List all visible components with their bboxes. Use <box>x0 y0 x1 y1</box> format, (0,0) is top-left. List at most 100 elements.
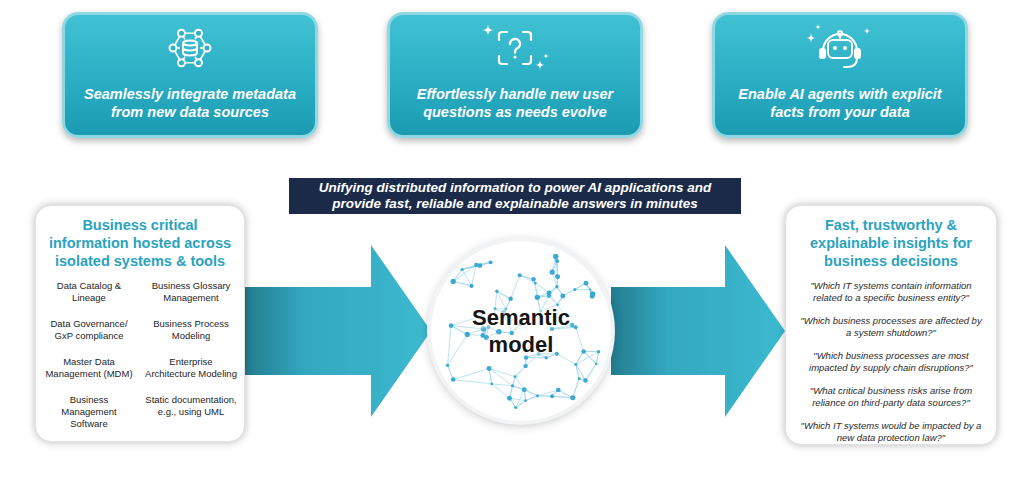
network-line <box>576 327 584 351</box>
network-line <box>526 357 546 358</box>
network-dot <box>550 269 555 274</box>
system-item: Enterprise Architecture Modeling <box>145 356 237 380</box>
network-line <box>489 369 513 386</box>
network-line <box>535 283 549 293</box>
network-line <box>576 364 586 380</box>
system-item: Data Governance/ GxP compliance <box>43 318 135 342</box>
network-dot <box>535 295 540 300</box>
flow-arrow <box>245 245 431 417</box>
benefit-text: Seamlessly integrate metadata from new d… <box>81 85 299 121</box>
system-item: Business Process Modeling <box>145 318 237 342</box>
network-line <box>453 265 476 281</box>
benefit-text: Effortlessly handle new user questions a… <box>406 85 624 121</box>
question-text: "What critical business risks arise from… <box>800 385 982 409</box>
network-line <box>451 326 467 335</box>
semantic-model-circle: Semantic model <box>431 241 611 421</box>
network-dot <box>523 364 527 368</box>
system-item: Data Catalog & Lineage <box>43 280 135 304</box>
network-dot <box>555 259 559 263</box>
network-dot <box>465 332 470 337</box>
flow-arrow <box>611 245 785 417</box>
network-dot <box>570 323 574 327</box>
network-line <box>526 396 538 401</box>
network-line <box>453 281 471 286</box>
network-line <box>537 390 558 396</box>
network-line <box>552 396 573 398</box>
text-group: "Which IT systems contain information re… <box>794 280 988 444</box>
network-dot <box>508 297 512 301</box>
network-dot <box>469 284 473 288</box>
network-dot <box>570 395 575 400</box>
benefit-box: Enable AI agents with explicit facts fro… <box>712 12 968 138</box>
source-panel: Business critical information hosted acr… <box>35 205 245 442</box>
network-line <box>448 365 454 379</box>
system-item: Business Management Software <box>43 394 135 430</box>
insight-panel: Fast, trustworthy & explainable insights… <box>785 205 997 445</box>
network-dot <box>534 282 537 285</box>
network-line <box>573 379 579 398</box>
network-dot <box>595 363 597 365</box>
network-line <box>516 401 526 408</box>
benefit-box: Effortlessly handle new user questions a… <box>387 12 643 138</box>
network-dot <box>514 406 517 409</box>
network-line <box>596 352 598 364</box>
network-line <box>453 281 471 286</box>
network-dot <box>547 290 552 295</box>
network-dot <box>511 384 514 387</box>
network-dot <box>597 350 600 353</box>
network-line <box>492 384 510 398</box>
network-line <box>537 395 552 396</box>
network-dot <box>574 325 578 329</box>
network-dot <box>573 288 576 291</box>
network-dot <box>550 394 554 398</box>
network-line <box>573 379 579 398</box>
network-dot <box>581 349 586 354</box>
question-text: "Which business processes are affected b… <box>800 315 982 339</box>
network-dot <box>451 279 456 284</box>
network-dot <box>495 290 498 293</box>
network-dot <box>489 260 493 264</box>
question-text: "Which IT systems would be impacted by a… <box>800 420 982 444</box>
network-dot <box>531 277 535 281</box>
panel-heading: Fast, trustworthy & explainable insights… <box>794 216 988 270</box>
network-dot <box>536 394 539 397</box>
network-dot <box>583 378 588 383</box>
text-group: Data Catalog & Lineage Business Glossary … <box>44 280 236 430</box>
network-dot <box>553 254 558 259</box>
network-line <box>585 364 596 381</box>
network-dot <box>478 263 483 268</box>
network-pattern <box>431 241 611 421</box>
network-dot <box>487 366 492 371</box>
network-dot <box>555 285 558 288</box>
banner-band: Unifying distributed information to powe… <box>289 178 741 214</box>
network-dot <box>556 388 561 393</box>
network-line <box>520 275 536 283</box>
network-line <box>537 395 552 396</box>
network-dot <box>524 399 527 402</box>
network-dot <box>507 396 512 401</box>
network-dot <box>555 274 560 279</box>
network-dot <box>461 268 464 271</box>
network-dot <box>446 364 449 367</box>
network-line <box>492 384 513 386</box>
network-dot <box>560 293 565 298</box>
system-item: Business Glossary Management <box>145 280 237 304</box>
network-line <box>576 364 586 380</box>
network-dot <box>522 387 527 392</box>
benefit-text: Enable AI agents with explicit facts fro… <box>731 85 949 121</box>
network-dot <box>589 289 591 291</box>
network-line <box>552 396 573 398</box>
banner-text: Unifying distributed information to powe… <box>293 180 737 212</box>
network-line <box>497 291 511 298</box>
network-line <box>448 326 451 366</box>
network-line <box>557 354 576 365</box>
network-line <box>576 352 599 365</box>
network-line <box>576 364 579 378</box>
network-line <box>584 351 597 363</box>
model-label: Semantic model <box>466 304 576 358</box>
network-line <box>448 334 468 365</box>
network-dot <box>514 375 517 378</box>
network-line <box>534 279 538 297</box>
network-line <box>575 289 591 290</box>
